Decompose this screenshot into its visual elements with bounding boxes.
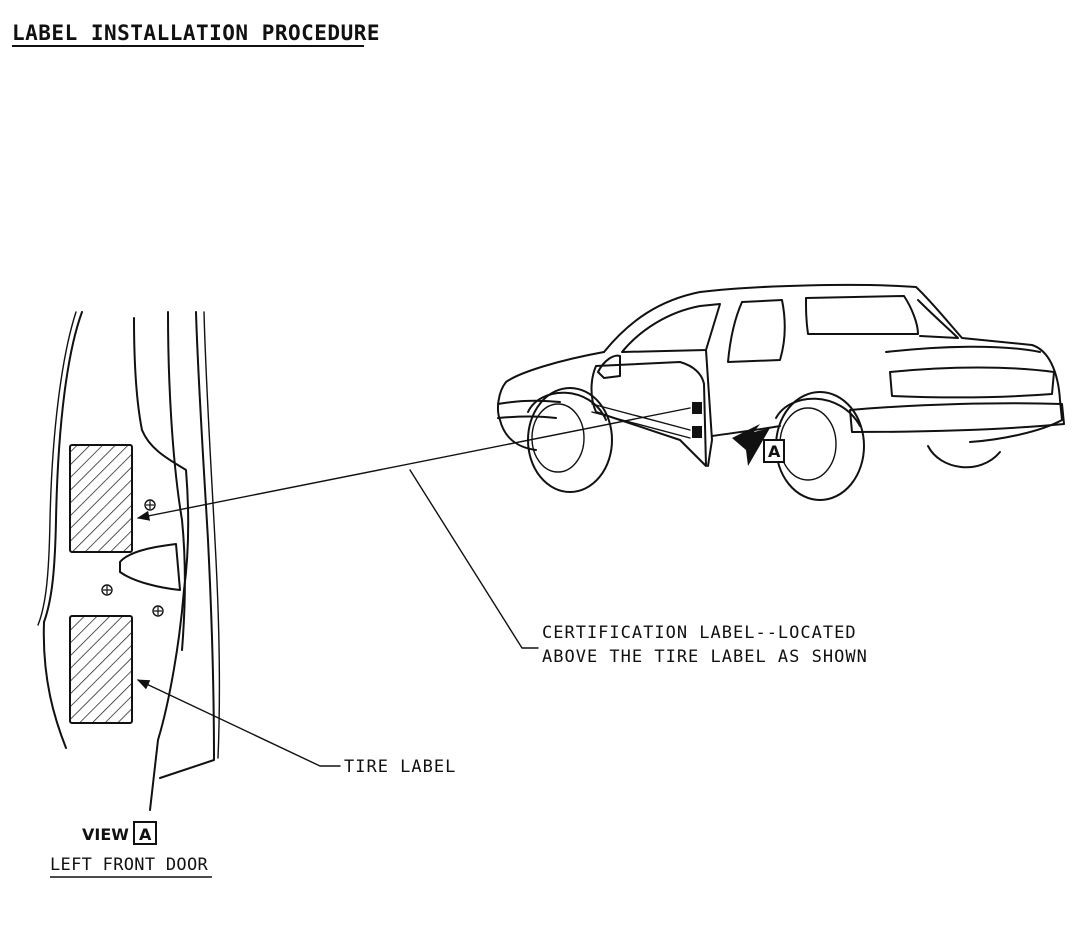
car-far-rear-wheel: [927, 445, 1001, 469]
car-tail-light: [889, 366, 1055, 399]
leader-lines: [136, 407, 691, 767]
pillar-outer-edge-inner: [37, 311, 77, 626]
pillar-flange: [203, 311, 221, 759]
car-illustration: A: [497, 283, 1065, 501]
door-latch-notch: [119, 543, 181, 591]
car-rear-quarter-window: [805, 295, 919, 335]
view-caption: VIEW A LEFT FRONT DOOR: [50, 821, 212, 878]
view-caption-letter: A: [139, 825, 152, 844]
car-side-mirror: [597, 354, 621, 379]
car-tire-label-mark: [692, 426, 702, 438]
tire-label-callout: TIRE LABEL: [344, 757, 456, 777]
car-rear-wheel: [775, 391, 865, 501]
view-a-marker: [763, 439, 785, 463]
screw-icon: [152, 605, 164, 617]
certification-callout-line1: CERTIFICATION LABEL--LOCATED: [542, 623, 857, 643]
car-door-trim: [591, 403, 691, 439]
page-title-text: LABEL INSTALLATION PROCEDURE: [12, 21, 380, 45]
certification-label-patch: [69, 444, 133, 553]
pillar-channel-left: [133, 317, 190, 811]
car-hood-outline: [497, 351, 605, 451]
car-certification-label-mark: [692, 402, 702, 414]
view-a-marker-letter: A: [768, 442, 781, 461]
car-trunk-line: [885, 345, 1041, 353]
car-door-jamb: [705, 349, 713, 467]
car-front-wheel: [527, 387, 613, 493]
car-front-window: [621, 303, 721, 353]
certification-callout-leader: [409, 469, 539, 649]
door-pillar-detail: [37, 311, 221, 811]
tire-label-leader-arrow: [136, 679, 341, 767]
pillar-channel-right: [159, 311, 215, 779]
view-a-arrow-icon: [732, 424, 770, 466]
certification-callout: CERTIFICATION LABEL--LOCATED ABOVE THE T…: [542, 623, 868, 667]
certification-leader-arrow: [136, 407, 691, 521]
screw-icon: [144, 499, 156, 511]
page-title: LABEL INSTALLATION PROCEDURE: [12, 21, 380, 47]
certification-callout-line2: ABOVE THE TIRE LABEL AS SHOWN: [542, 647, 868, 667]
view-caption-marker-box: [133, 821, 157, 845]
car-open-door: [590, 361, 707, 467]
car-roof-outline: [603, 283, 1063, 443]
car-rear-door-window: [727, 299, 786, 363]
car-front-bumper: [497, 399, 561, 419]
pillar-outer-edge: [42, 311, 83, 749]
tire-label-patch: [69, 615, 133, 724]
car-rear-glass: [917, 299, 959, 339]
pillar-channel-mid: [167, 311, 186, 651]
car-rear-bumper: [849, 402, 1065, 433]
view-caption-subtitle: LEFT FRONT DOOR: [50, 855, 208, 875]
screw-icon: [101, 584, 113, 596]
view-caption-label: VIEW: [82, 825, 129, 844]
